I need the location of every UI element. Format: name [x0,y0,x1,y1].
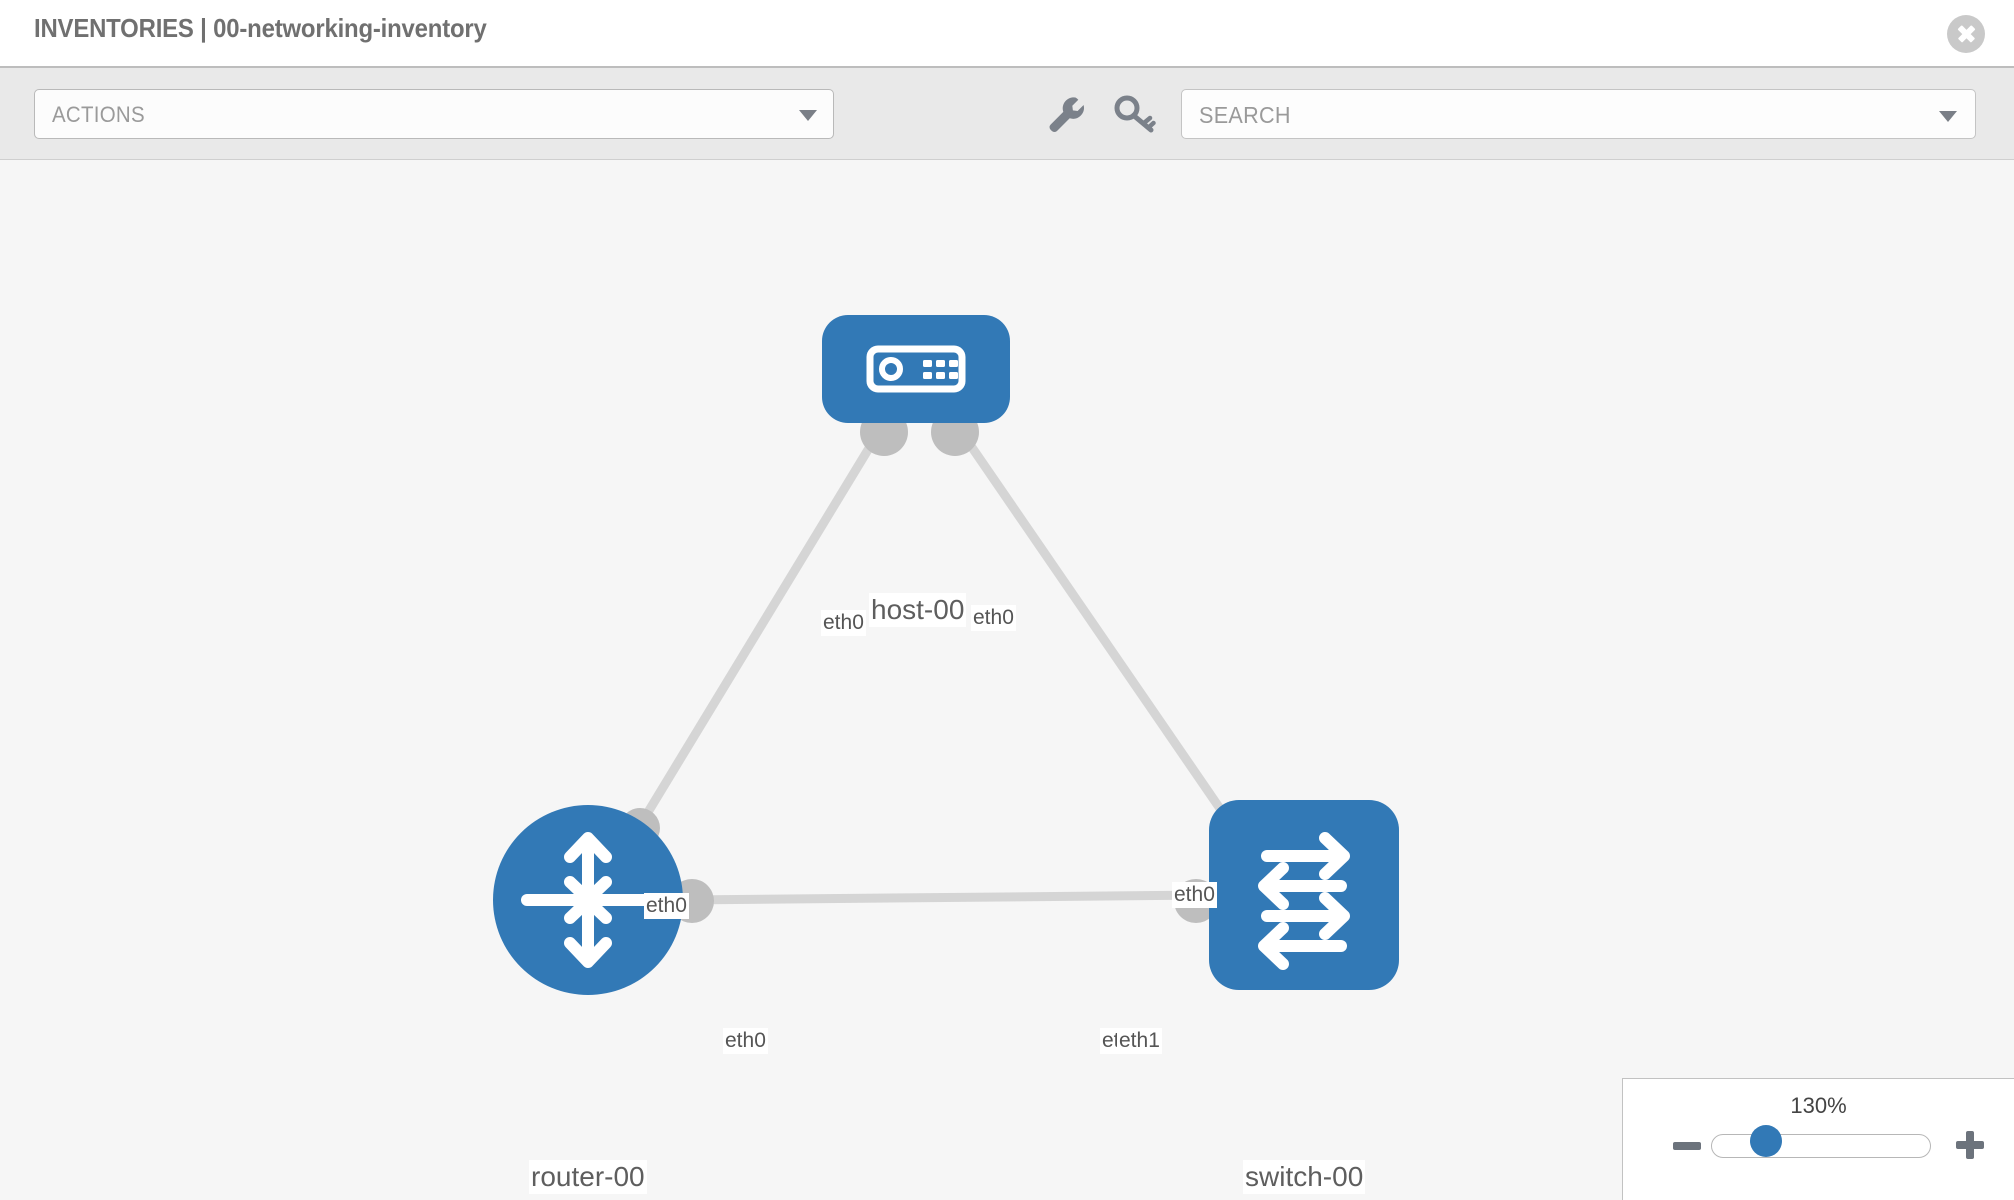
interface-label-router-uplink: eth0 [644,893,689,919]
wrench-icon[interactable] [1042,90,1090,138]
zoom-slider-track[interactable] [1711,1134,1931,1158]
zoom-out-icon[interactable] [1673,1142,1701,1150]
zoom-slider-handle[interactable] [1750,1125,1782,1157]
zoom-in-icon[interactable] [1956,1130,1984,1160]
node-label-switch-00: switch-00 [1243,1160,1366,1194]
link-host-router [621,427,884,853]
switch-arrows-icon [1258,832,1350,970]
key-icon[interactable] [1110,90,1158,138]
router-arrows-icon [521,832,655,968]
interface-label-switch-uplink: eth0 [1172,882,1217,908]
zoom-level-value: 130% [1790,1093,1847,1118]
page-header: INVENTORIES | 00-networking-inventory [0,0,2014,68]
endpoint-group [620,408,1261,923]
page-title: INVENTORIES | 00-networking-inventory [34,13,487,43]
search-input[interactable]: SEARCH [1181,89,1976,139]
link-router-switch [682,890,1210,905]
interface-label-switch-left: eth1 [1117,1028,1162,1054]
node-label-router-00: router-00 [529,1160,647,1194]
actions-dropdown[interactable]: ACTIONS [34,89,834,139]
link-host-switch [956,427,1249,848]
close-icon[interactable] [1947,15,1985,53]
search-placeholder: SEARCH [1199,102,1291,128]
chevron-down-icon [1939,111,1957,122]
toolbar: ACTIONS SEARCH [0,68,2014,160]
topology-node-switch-00[interactable] [1209,800,1399,990]
topology-node-host-00[interactable] [822,315,1010,423]
interface-label-host-left: eth0 [821,610,866,636]
actions-dropdown-label: ACTIONS [52,102,145,127]
chevron-down-icon [799,110,817,121]
zoom-control-panel: 130% [1622,1078,2014,1200]
interface-label-router-right: eth0 [723,1028,768,1054]
topology-canvas[interactable]: host-00 router-00 switch-00 eth0 eth0 et… [0,160,2014,1200]
interface-label-host-right: eth0 [971,605,1016,631]
server-icon [866,345,966,393]
node-label-host-00: host-00 [869,593,967,627]
link-group [621,427,1249,905]
